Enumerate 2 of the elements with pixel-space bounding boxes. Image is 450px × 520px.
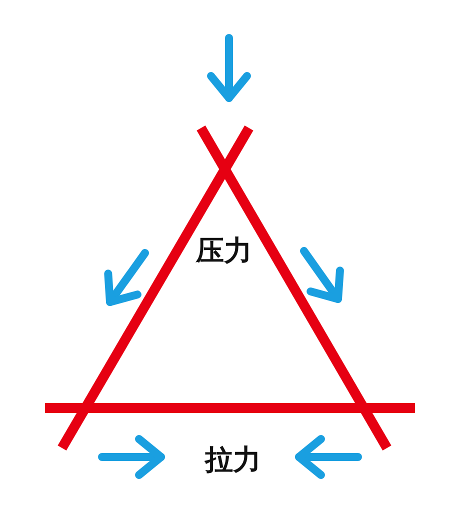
force-label: 拉力	[205, 446, 261, 474]
force-label: 压力	[196, 237, 252, 265]
